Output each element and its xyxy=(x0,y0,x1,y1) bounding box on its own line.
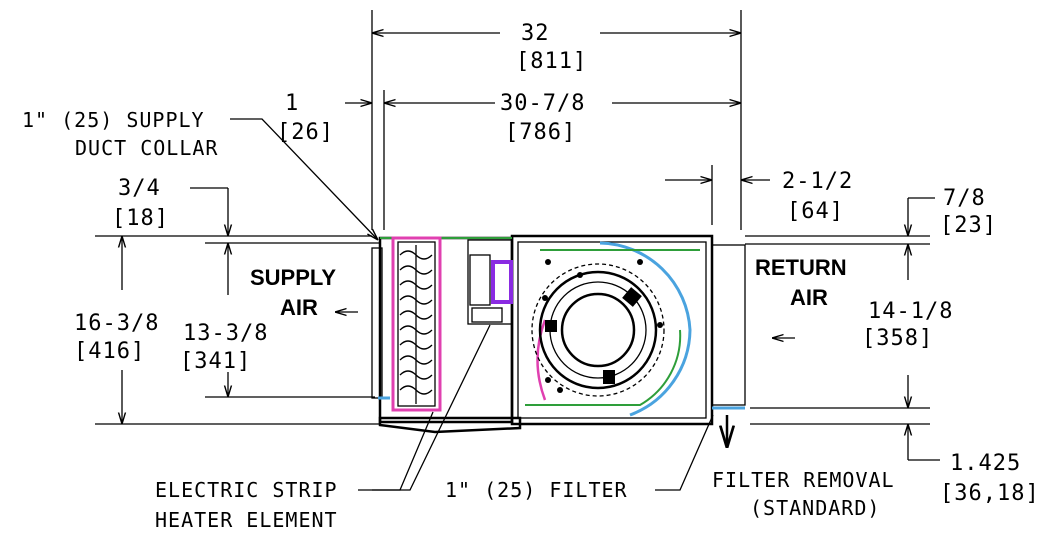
unit-body xyxy=(371,234,746,434)
dim-collar-depth-mm: [26] xyxy=(277,120,334,145)
dim-filter-offset: 2-1/2 xyxy=(782,169,853,194)
component-labels: 1" (25) SUPPLY DUCT COLLAR SUPPLY AIR RE… xyxy=(22,108,895,532)
label-filter: 1" (25) FILTER xyxy=(445,478,628,502)
dim-overall-height-mm: [416] xyxy=(74,339,145,364)
label-heater-line1: ELECTRIC STRIP xyxy=(155,478,338,502)
dimension-text: 32 [811] 30-7/8 [786] 1 [26] 2-1/2 [64] … xyxy=(74,21,1040,506)
dim-bottom-offset: 1.425 xyxy=(950,451,1021,476)
label-heater-line2: HEATER ELEMENT xyxy=(155,508,338,532)
dim-overall-width-mm: [811] xyxy=(516,49,587,74)
extension-lines xyxy=(95,10,930,425)
dim-overall-width: 32 xyxy=(521,21,550,46)
label-return-air-line1: RETURN xyxy=(755,255,847,280)
dim-supply-height: 13-3/8 xyxy=(183,321,268,346)
label-supply-collar-line2: DUCT COLLAR xyxy=(75,136,218,160)
airflow-arrows xyxy=(335,312,795,448)
label-return-air-line2: AIR xyxy=(790,285,828,310)
dim-top-offset-left: 3/4 xyxy=(118,176,161,201)
dim-top-offset-left-mm: [18] xyxy=(112,206,169,231)
dim-inner-width: 30-7/8 xyxy=(500,91,585,116)
dim-top-offset-right-mm: [23] xyxy=(940,213,997,238)
label-filter-removal-line2: (STANDARD) xyxy=(750,496,880,520)
dim-filter-offset-mm: [64] xyxy=(787,199,844,224)
dim-supply-height-mm: [341] xyxy=(180,349,251,374)
dim-return-height: 14-1/8 xyxy=(868,299,953,324)
dim-overall-height: 16-3/8 xyxy=(74,311,159,336)
dim-collar-depth: 1 xyxy=(285,91,299,116)
dimension-lines xyxy=(122,33,940,461)
label-supply-air-line1: SUPPLY xyxy=(250,265,336,290)
dim-bottom-offset-mm: [36,18] xyxy=(940,481,1040,506)
label-supply-air-line2: AIR xyxy=(280,295,318,320)
label-supply-collar-line1: 1" (25) SUPPLY xyxy=(22,108,205,132)
dim-return-height-mm: [358] xyxy=(862,326,933,351)
leader-lines xyxy=(230,118,714,491)
dim-top-offset-right: 7/8 xyxy=(943,186,986,211)
label-filter-removal-line1: FILTER REMOVAL xyxy=(712,468,895,492)
electric-strip-heater xyxy=(391,236,442,412)
dim-inner-width-mm: [786] xyxy=(505,120,576,145)
